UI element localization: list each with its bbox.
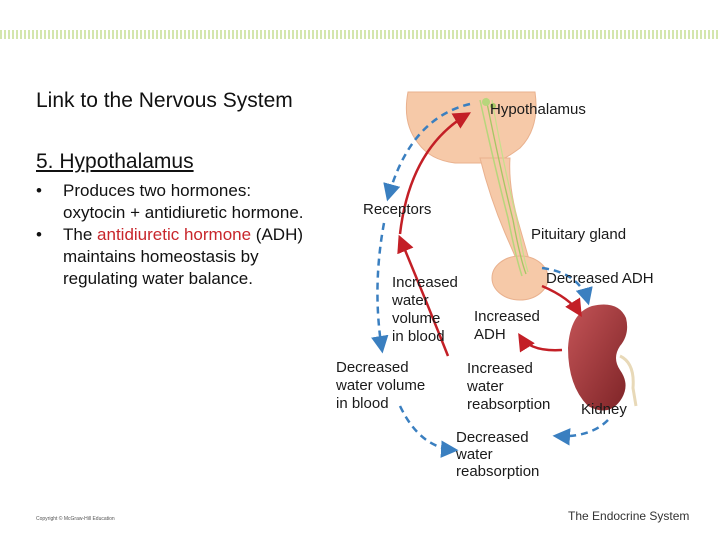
bullet-text: The bbox=[63, 225, 98, 244]
bullet-marker: • bbox=[36, 225, 42, 244]
slide-title: Link to the Nervous System bbox=[36, 89, 293, 112]
label-line: volume bbox=[392, 310, 440, 327]
label-line: water bbox=[466, 378, 504, 395]
label-line: water volume bbox=[335, 377, 425, 394]
label-increased-adh: Increased ADH bbox=[474, 308, 544, 343]
kidney-shape bbox=[568, 304, 628, 411]
label-line: Increased bbox=[392, 274, 458, 291]
ureter bbox=[619, 354, 638, 407]
label-decreased-adh: Decreased ADH bbox=[546, 270, 654, 287]
nerve-fiber bbox=[485, 97, 527, 275]
label-increased-water-volume: Increased water volume in blood bbox=[391, 274, 462, 345]
label-decreased-reabsorption: Decreased water reabsorption bbox=[455, 429, 539, 480]
label-pituitary-gland: Pituitary gland bbox=[531, 226, 626, 243]
bullet-highlight: antidiuretic hormone bbox=[97, 225, 252, 244]
blue-arrow-kidney-to-bottom bbox=[552, 419, 609, 446]
blue-arrow-hypothalamus-left bbox=[383, 102, 471, 202]
footer-title: The Endocrine System bbox=[568, 509, 690, 523]
label-line: Increased bbox=[474, 308, 540, 325]
label-increased-reabsorption: Increased water reabsorption bbox=[466, 360, 550, 413]
label-line: reabsorption bbox=[456, 463, 539, 480]
label-line: reabsorption bbox=[467, 396, 550, 413]
red-arrow-kidney-to-decreased-volume bbox=[518, 333, 563, 353]
neuron-cell-body bbox=[482, 98, 490, 106]
label-line: Decreased bbox=[456, 429, 529, 446]
label-line: Decreased bbox=[336, 359, 409, 376]
bullet-text: (ADH) maintains homeostasis by regulatin… bbox=[63, 225, 304, 288]
label-line: water bbox=[391, 292, 429, 309]
nerve-fiber bbox=[479, 99, 523, 277]
pituitary-gland bbox=[491, 255, 549, 301]
nerve-fiber bbox=[491, 99, 529, 273]
label-receptors: Receptors bbox=[363, 201, 431, 218]
label-line: Increased bbox=[467, 360, 533, 377]
bullet-text: Produces two hormones: oxytocin + antidi… bbox=[63, 181, 304, 222]
decorative-top-band bbox=[0, 30, 720, 39]
label-kidney: Kidney bbox=[581, 401, 627, 418]
slide-subtitle: 5. Hypothalamus bbox=[36, 150, 194, 173]
bullet-item: • The antidiuretic hormone (ADH) maintai… bbox=[36, 224, 306, 290]
label-line: water bbox=[455, 446, 493, 463]
neuron-cell-body bbox=[490, 103, 496, 109]
label-line: ADH bbox=[474, 326, 506, 343]
blue-arrow-bottom-loop bbox=[398, 405, 459, 458]
label-line: in blood bbox=[336, 395, 389, 412]
label-hypothalamus: Hypothalamus bbox=[490, 101, 586, 118]
bullet-list: • Produces two hormones: oxytocin + anti… bbox=[36, 180, 306, 290]
bullet-marker: • bbox=[36, 181, 42, 200]
red-arrow-receptors-to-hypothalamus bbox=[398, 112, 472, 235]
copyright-notice: Copyright © McGraw-Hill Education bbox=[36, 516, 115, 522]
red-arrow-pituitary-to-kidney bbox=[541, 284, 582, 317]
label-line: in blood bbox=[392, 328, 445, 345]
blue-arrow-pituitary-to-kidney bbox=[541, 266, 593, 306]
bullet-item: • Produces two hormones: oxytocin + anti… bbox=[36, 180, 306, 224]
blue-arrow-left-down bbox=[371, 222, 389, 354]
label-decreased-water-volume: Decreased water volume in blood bbox=[335, 359, 429, 412]
red-arrow-volume-loop bbox=[397, 234, 450, 357]
adh-feedback-diagram: Hypothalamus Receptors Pituitary gland D… bbox=[335, 91, 654, 480]
